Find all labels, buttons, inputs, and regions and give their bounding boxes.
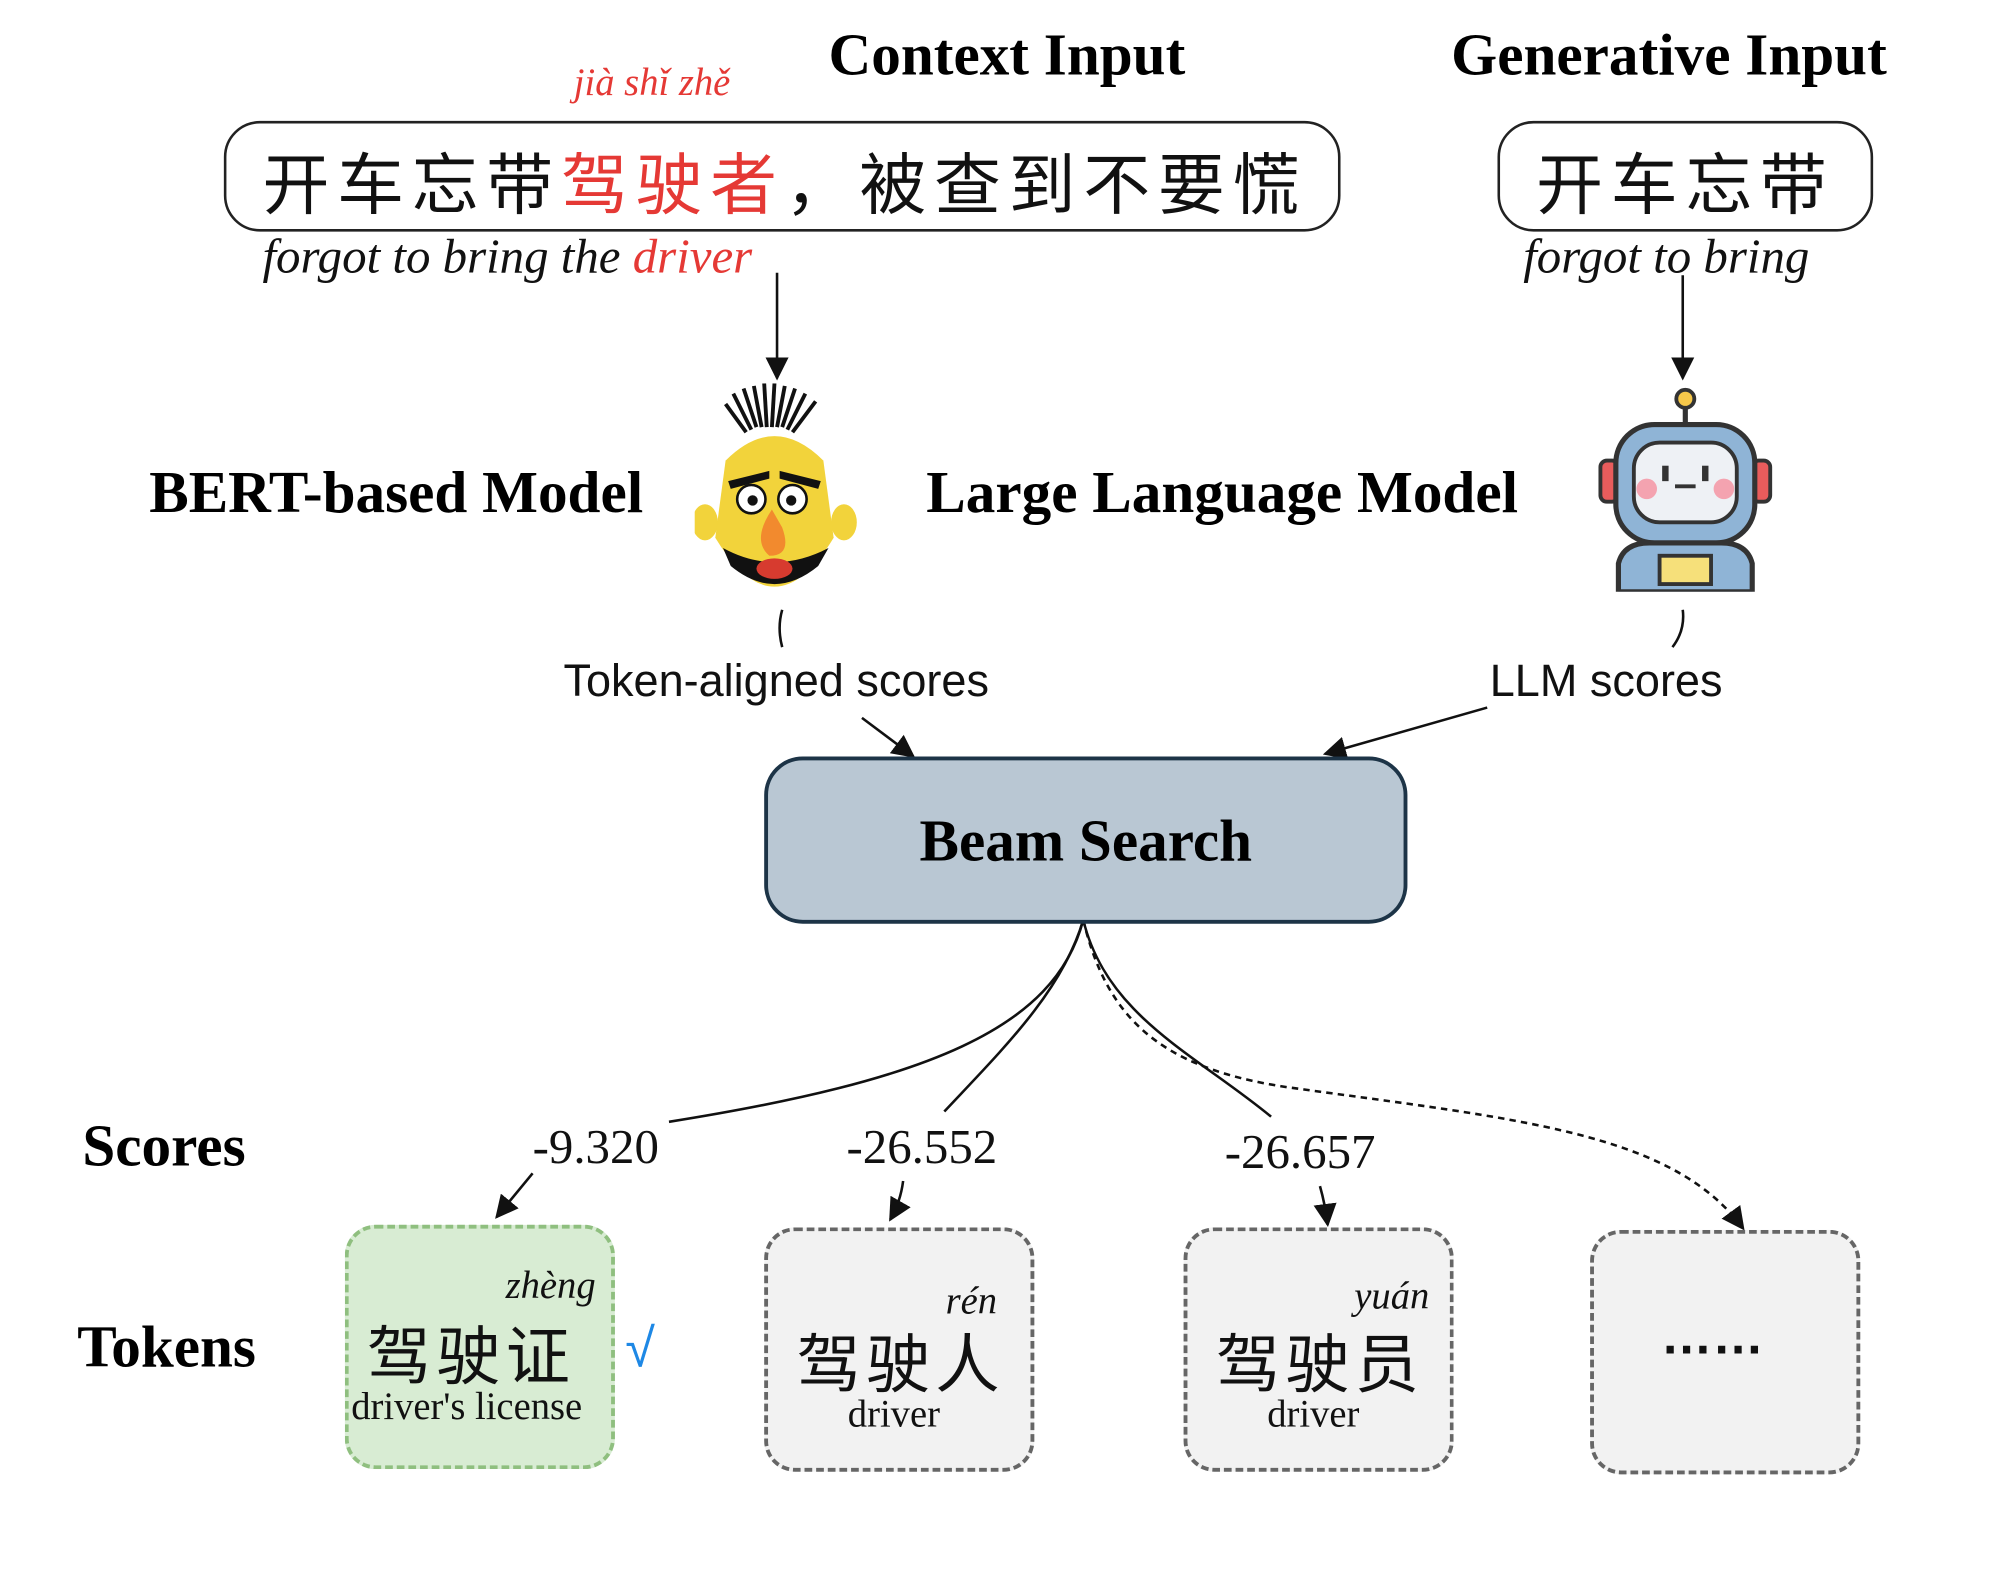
- token-2-pinyin: rén: [945, 1280, 998, 1323]
- context-sentence-highlight: 驾驶者: [560, 147, 785, 226]
- beam-branch-dashed: [1081, 919, 1745, 1231]
- token-card-1: zhèng 驾驶证 driver's license: [344, 1224, 615, 1470]
- score-2-arrow: [889, 1180, 911, 1222]
- token-3-pinyin: yuán: [1354, 1274, 1430, 1318]
- token-card-2: rén 驾驶人 driver: [764, 1227, 1035, 1472]
- context-translation-pre: forgot to bring the: [262, 230, 633, 285]
- beam-search-box: Beam Search: [764, 756, 1408, 924]
- token-aligned-scores-label: Token-aligned scores: [563, 656, 989, 707]
- llm-output-tick: [1671, 609, 1685, 648]
- token-1-pinyin: zhèng: [505, 1264, 596, 1308]
- bert-model-label: BERT-based Model: [149, 459, 644, 525]
- context-sentence-post: ，被查到不要慌: [784, 147, 1308, 226]
- selected-check-icon: √: [625, 1317, 655, 1378]
- token-3-chinese: 驾驶员: [1215, 1327, 1425, 1403]
- context-input-header: Context Input: [828, 21, 1186, 88]
- generative-sentence: 开车忘带: [1536, 147, 1835, 226]
- token-2-english: driver: [847, 1393, 940, 1436]
- context-input-box: [223, 120, 1341, 232]
- token-card-3: yuán 驾驶员 driver: [1183, 1227, 1454, 1472]
- token-1-chinese: 驾驶证: [366, 1319, 576, 1395]
- beam-branch-2: [943, 919, 1085, 1113]
- token-3-english: driver: [1267, 1393, 1360, 1436]
- candidate-score-2: -26.552: [846, 1120, 998, 1175]
- robot-icon: [1598, 387, 1773, 592]
- candidate-score-1: -9.320: [532, 1120, 659, 1175]
- context-sentence: 开车忘带驾驶者，被查到不要慌: [262, 131, 1307, 227]
- generative-input-box: [1497, 120, 1874, 232]
- beam-branch-3: [1081, 919, 1272, 1118]
- generative-translation: forgot to bring: [1523, 230, 1810, 285]
- context-sentence-pre: 开车忘带: [262, 147, 561, 226]
- more-tokens-ellipsis: ……: [1660, 1308, 1764, 1365]
- beam-search-label: Beam Search: [919, 807, 1253, 873]
- token-1-english: driver's license: [351, 1385, 583, 1429]
- tokens-row-label: Tokens: [77, 1313, 256, 1380]
- score-1-arrow: [495, 1172, 534, 1219]
- bert-output-tick: [778, 609, 784, 648]
- context-pinyin: jià shǐ zhě: [573, 61, 731, 105]
- scores-row-label: Scores: [82, 1112, 246, 1179]
- llm-scores-label: LLM scores: [1489, 656, 1723, 707]
- beam-branch-1: [668, 919, 1085, 1124]
- context-translation-highlight: driver: [632, 230, 753, 285]
- token-card-more: ……: [1590, 1229, 1861, 1475]
- candidate-score-3: -26.657: [1224, 1125, 1376, 1180]
- context-translation: forgot to bring the driver: [262, 229, 752, 286]
- generative-input-header: Generative Input: [1451, 21, 1887, 88]
- llm-model-label: Large Language Model: [926, 459, 1519, 525]
- token-2-chinese: 驾驶人: [796, 1327, 1005, 1403]
- token-scores-to-beam-arrow: [861, 716, 916, 758]
- score-3-arrow: [1313, 1185, 1337, 1228]
- bert-face-icon: [694, 383, 857, 587]
- llm-scores-to-beam-arrow: [1322, 706, 1488, 760]
